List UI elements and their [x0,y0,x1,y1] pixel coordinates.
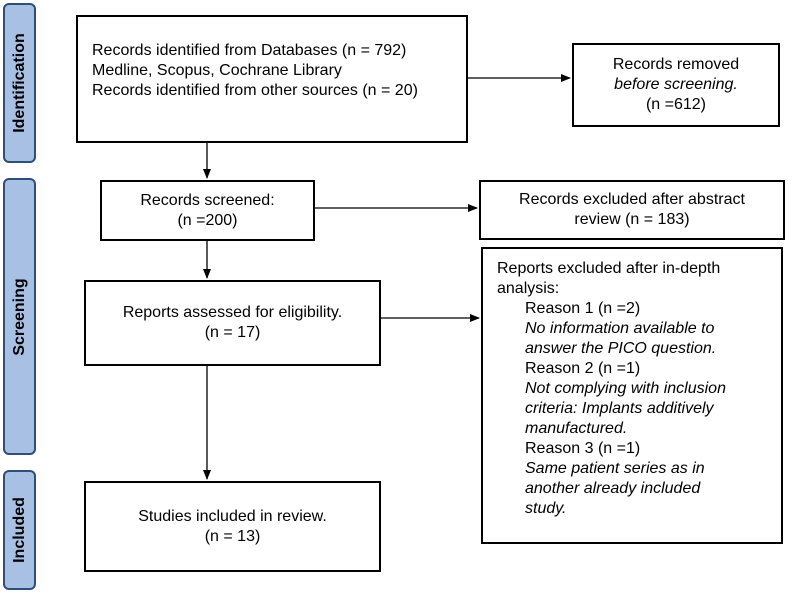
removed-title: Records removed [612,56,740,73]
assessed-title: Reports assessed for eligibility. [122,304,343,321]
removed-subtitle: before screening. [614,76,738,93]
excluded-abstract-box: Records excluded after abstract review (… [479,180,785,240]
reason-1-desc-line: answer the PICO question. [525,340,717,357]
reason-2-desc-line: criteria: Implants additively [525,400,714,417]
reason-3-desc-line: Same patient series as in [525,460,705,477]
excluded-abstract-count: review (n = 183) [574,211,690,228]
reason-1-label: Reason 1 (n =2) [525,300,641,317]
reason-3-desc-line: study. [525,500,567,517]
excluded-indepth-box: Reports excluded after in-depth analysis… [481,247,783,544]
excluded-indepth-subtitle: analysis: [497,280,560,297]
phase-included: Included [3,470,36,590]
screened-count: (n =200) [177,211,238,229]
screened-title: Records screened: [140,191,275,209]
reason-2-desc-line: Not complying with inclusion [525,380,726,397]
identification-line-databases: Records identified from Databases (n = 7… [92,42,407,59]
included-title: Studies included in review. [138,507,327,525]
phase-screening: Screening [3,178,36,455]
included-count: (n = 13) [204,527,261,545]
reason-1-desc-line: No information available to [525,320,715,337]
excluded-abstract-title: Records excluded after abstract [519,191,745,208]
removed-box: Records removed before screening. (n =61… [572,43,780,127]
reason-2-desc-line: manufactured. [525,420,628,437]
phase-identification: Identification [3,3,36,163]
excluded-indepth-title: Reports excluded after in-depth [497,260,721,277]
reason-2-label: Reason 2 (n =1) [525,360,641,377]
removed-count: (n =612) [645,96,707,113]
identification-line-sources: Medline, Scopus, Cochrane Library [92,62,342,79]
identification-line-other: Records identified from other sources (n… [92,82,418,99]
reason-3-desc-line: another already included [525,480,701,497]
included-box: Studies included in review. (n = 13) [84,481,381,572]
screened-box: Records screened: (n =200) [100,180,315,241]
reason-3-label: Reason 3 (n =1) [525,440,641,457]
assessed-count: (n = 17) [204,324,261,341]
identification-box: Records identified from Databases (n = 7… [76,15,468,143]
assessed-box: Reports assessed for eligibility. (n = 1… [84,280,381,366]
